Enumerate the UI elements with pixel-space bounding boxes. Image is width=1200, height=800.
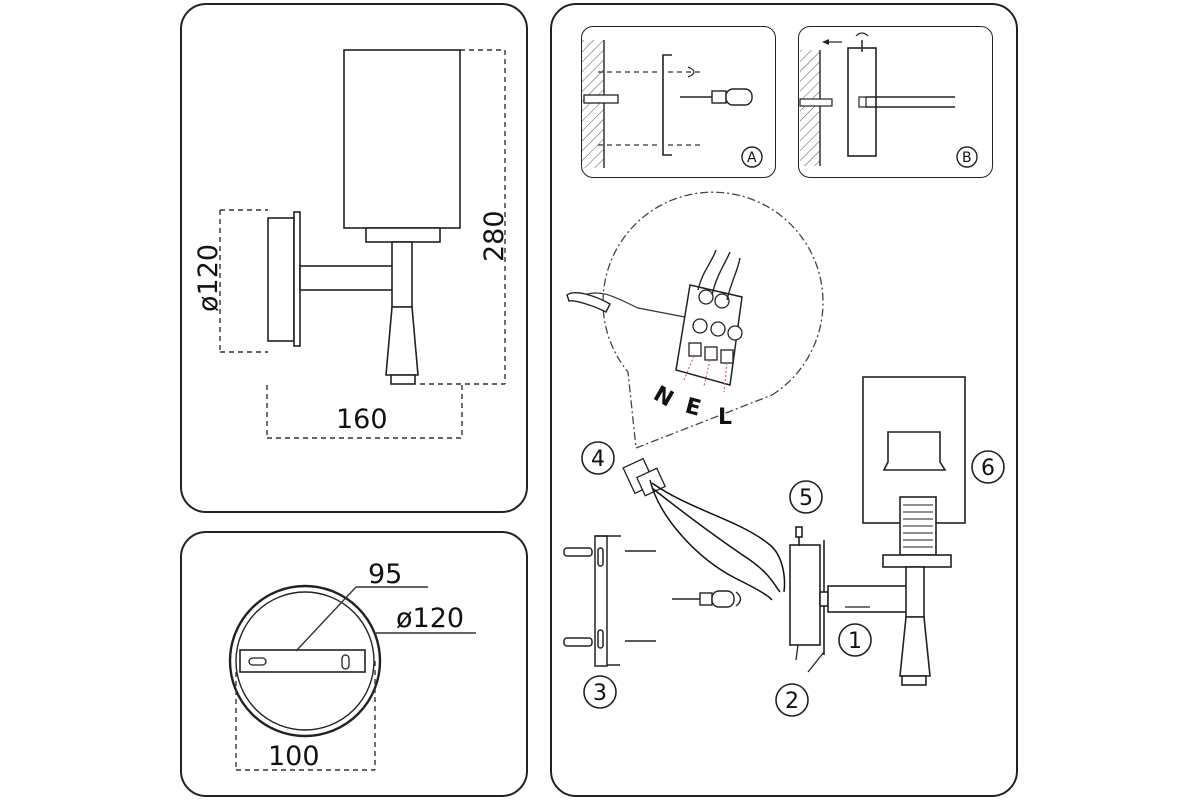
detail-a-drawing: A	[582, 40, 763, 168]
screwdriver-icon	[672, 590, 742, 608]
step-4-marker: 4	[591, 447, 605, 472]
terminal-zoom: N E L	[566, 191, 824, 449]
depth-label: 160	[336, 404, 388, 435]
mount-width-label: 95	[368, 559, 402, 590]
detail-b-label: B	[962, 150, 972, 166]
inner-width-label: 100	[268, 741, 320, 772]
diameter-label: ø120	[193, 244, 224, 312]
detail-a-label: A	[747, 150, 757, 166]
step-2-marker: 2	[785, 689, 799, 714]
terminal-e-label: E	[682, 394, 703, 422]
base-dimension-lines	[235, 586, 476, 771]
step-markers	[581, 441, 1005, 717]
detail-b-drawing: B	[799, 32, 978, 168]
mounting-bracket	[563, 535, 656, 667]
thread-lines	[903, 504, 933, 548]
step-5-marker: 5	[799, 486, 813, 511]
wall-plate	[789, 526, 825, 655]
lamp-body	[819, 376, 966, 686]
lamp-side-view	[267, 49, 461, 385]
step-1-marker: 1	[848, 629, 862, 654]
leader-lines	[795, 644, 825, 673]
base-diameter-label: ø120	[396, 603, 464, 634]
height-label: 280	[479, 210, 510, 262]
step-6-marker: 6	[981, 456, 995, 481]
step-3-marker: 3	[593, 681, 607, 706]
dimension-lines	[219, 49, 506, 439]
terminal-block-small	[622, 457, 667, 497]
base-plate-view	[228, 584, 382, 738]
supply-wires	[649, 479, 786, 601]
terminal-l-label: L	[718, 405, 732, 430]
